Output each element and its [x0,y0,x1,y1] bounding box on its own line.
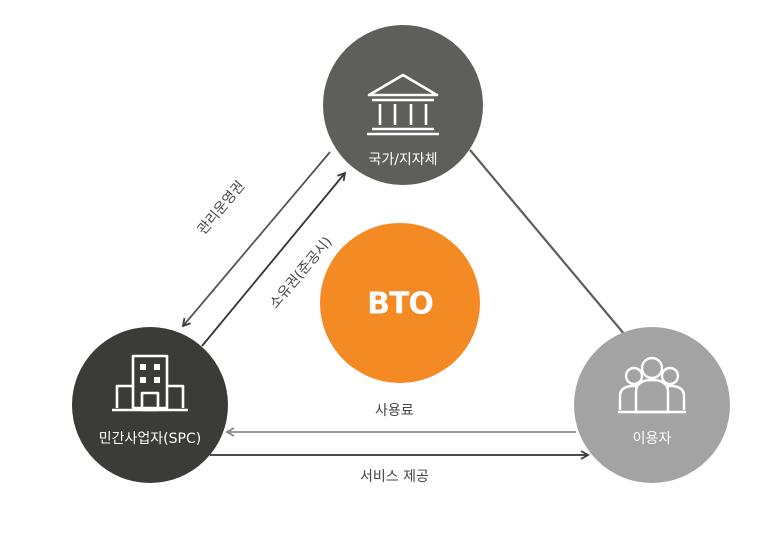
management-rights-arrow [181,151,331,328]
center-label: BTO [367,286,434,322]
government-label: 국가/지자체 [368,152,438,168]
people-group-icon [618,356,686,414]
service-provision-label: 서비스 제공 [360,469,429,485]
center-node [320,223,480,383]
office-building-icon [112,354,188,412]
gov-users-line [469,149,626,336]
ownership-arrow [201,171,347,347]
users-label: 이용자 [632,431,672,447]
usage-fee-label: 사용료 [375,403,414,419]
government-node [323,25,483,185]
government-building-icon [367,73,439,136]
private-operator-label: 민간사업자(SPC) [98,431,202,447]
private-operator-node [72,327,228,483]
